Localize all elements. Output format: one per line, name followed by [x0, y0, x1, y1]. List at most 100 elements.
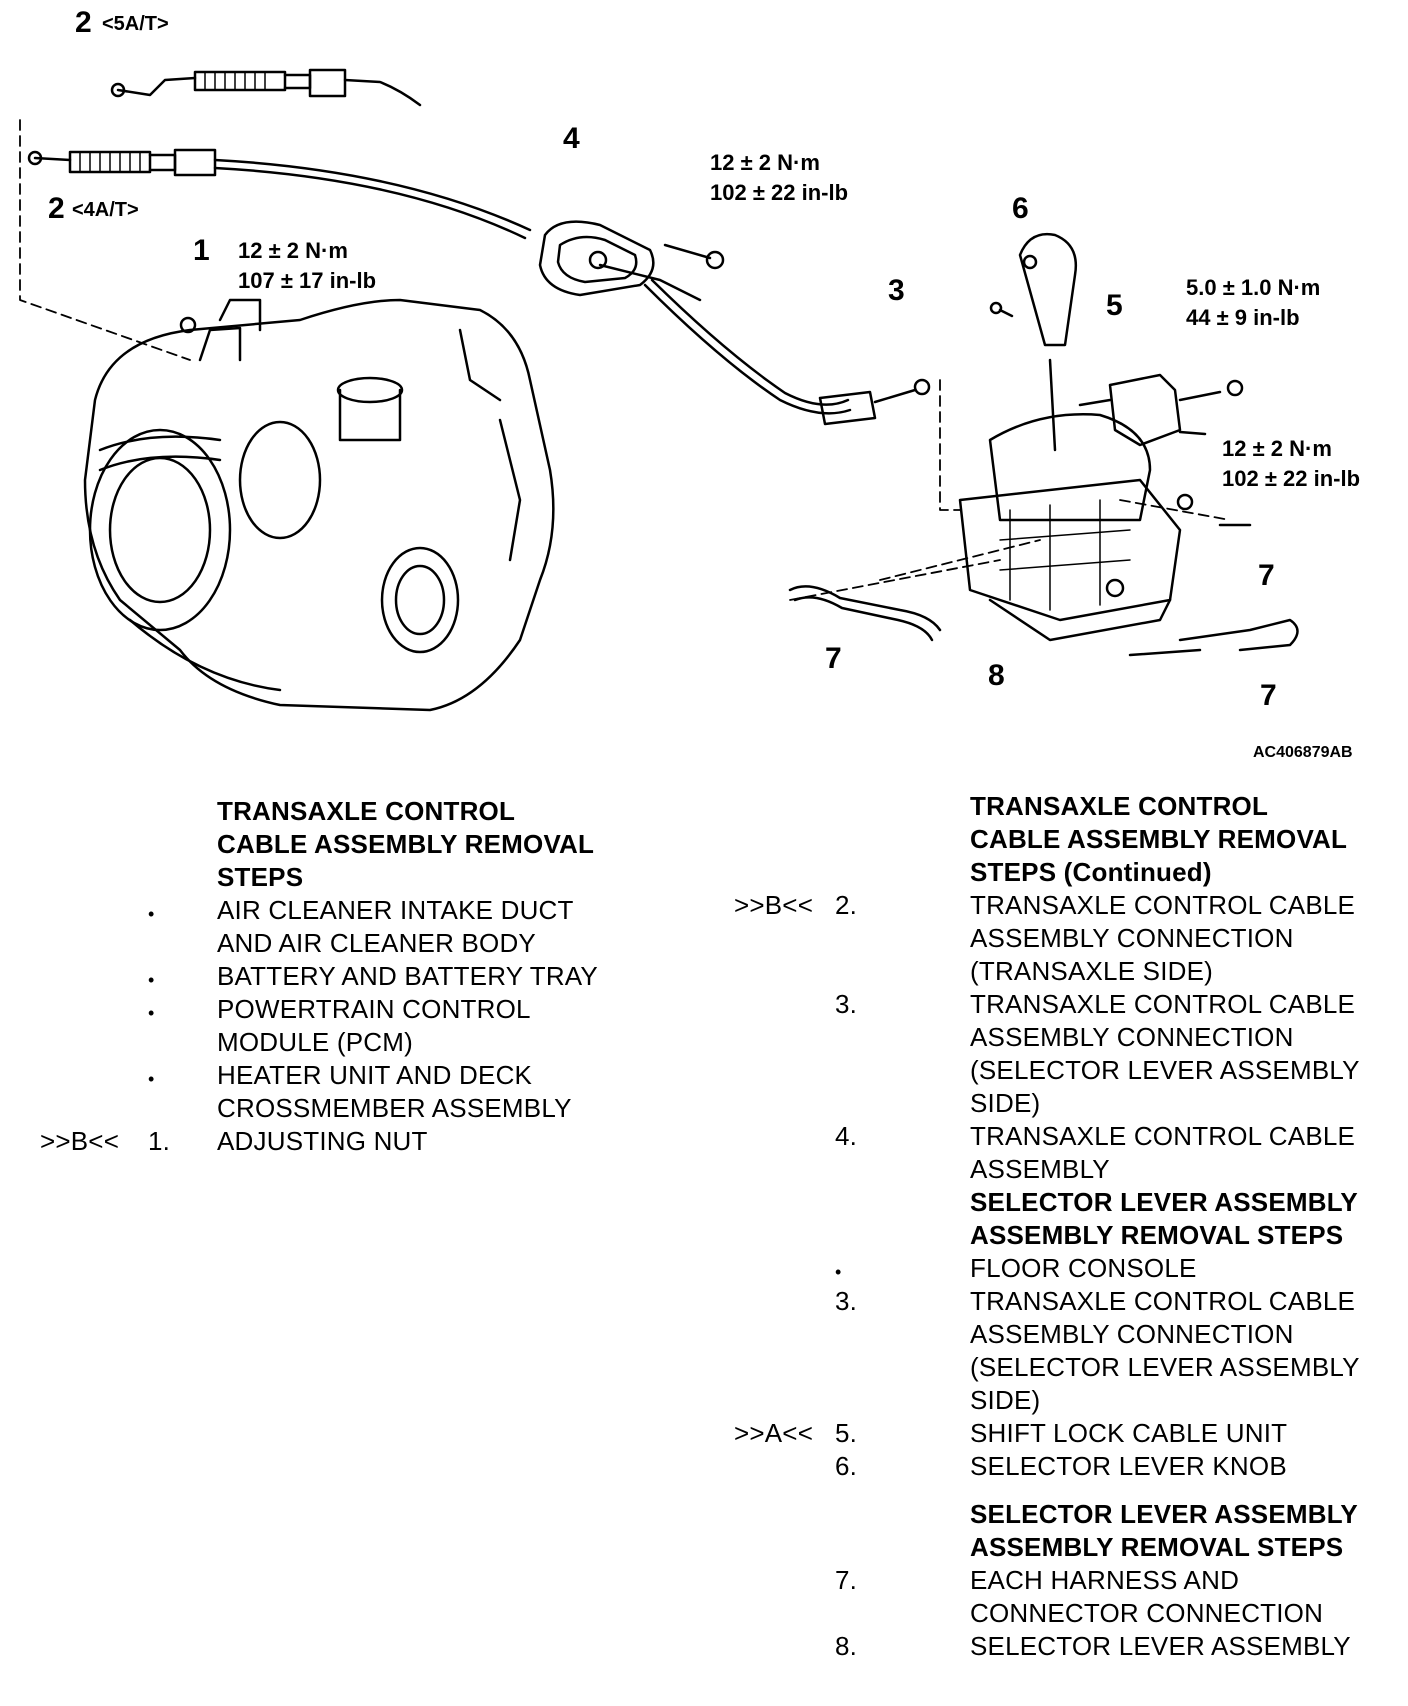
step-item: • FLOOR CONSOLE — [835, 1252, 1400, 1285]
part-label: <5A/T> — [102, 13, 169, 35]
step-text: FLOOR CONSOLE — [970, 1253, 1197, 1283]
svg-text:102 ± 22 in-lb: 102 ± 22 in-lb — [710, 180, 848, 205]
shift-lock-unit — [1078, 373, 1244, 447]
right-heading-selector-2: SELECTOR LEVER ASSEMBLY ASSEMBLY REMOVAL… — [970, 1499, 1358, 1562]
step-text: ADJUSTING NUT — [217, 1126, 428, 1156]
step-text: (TRANSAXLE SIDE) — [970, 956, 1214, 986]
part-label: 5 — [1106, 289, 1123, 322]
selector-knob — [989, 232, 1078, 347]
part-label: 6 — [1012, 192, 1029, 225]
step-number: 4. — [835, 1121, 858, 1151]
svg-text:<4A/T>: <4A/T> — [72, 199, 139, 221]
cable-bracket — [538, 220, 702, 302]
svg-text:AC406879AB: AC406879AB — [1253, 744, 1353, 760]
torque-nm: 5.0 ± 1.0 N·m — [1186, 275, 1320, 300]
right-heading-selector-1: SELECTOR LEVER ASSEMBLY ASSEMBLY REMOVAL… — [970, 1187, 1358, 1250]
step-text: AND AIR CLEANER BODY — [217, 928, 536, 958]
bullet-icon: • — [835, 1262, 842, 1282]
step-text: ASSEMBLY CONNECTION — [970, 923, 1294, 953]
step-text: TRANSAXLE CONTROL CABLE — [970, 1121, 1356, 1151]
step-text: SELECTOR LEVER ASSEMBLY — [970, 1631, 1351, 1661]
svg-text:44 ± 9 in-lb: 44 ± 9 in-lb — [1186, 305, 1300, 330]
svg-text:5: 5 — [1106, 289, 1123, 322]
svg-text:6: 6 — [1012, 192, 1029, 225]
figure-id: AC406879AB — [1253, 744, 1353, 760]
right-steps-column: TRANSAXLE CONTROL CABLE ASSEMBLY REMOVAL… — [734, 790, 1400, 1663]
step-item: 8. SELECTOR LEVER ASSEMBLY — [835, 1630, 1400, 1663]
left-steps-column: TRANSAXLE CONTROL CABLE ASSEMBLY REMOVAL… — [40, 795, 690, 1158]
step-text: TRANSAXLE CONTROL CABLE — [970, 989, 1356, 1019]
step-text: HEATER UNIT AND DECK — [217, 1060, 533, 1090]
part-label: 2 — [75, 6, 92, 39]
svg-text:7: 7 — [825, 642, 842, 675]
step-number: 5. — [835, 1418, 858, 1448]
bolt-4 — [663, 243, 725, 270]
step-text: ASSEMBLY — [970, 1154, 1110, 1184]
step-text: ASSEMBLY CONNECTION — [970, 1319, 1294, 1349]
step-number: 1. — [148, 1126, 171, 1156]
step-text: SIDE) — [970, 1385, 1041, 1415]
bullet-icon: • — [148, 970, 155, 990]
part-label: 7 — [1258, 559, 1275, 592]
bullet-icon: • — [148, 1069, 155, 1089]
step-number: 8. — [835, 1631, 858, 1661]
step-text: (SELECTOR LEVER ASSEMBLY — [970, 1352, 1360, 1382]
exploded-view-diagram: 2 <5A/T> 2 <4A/T> 1 4 3 6 5 7 7 7 8 12 ±… — [19, 6, 1360, 760]
step-text: SHIFT LOCK CABLE UNIT — [970, 1418, 1288, 1448]
step-number: 2. — [835, 890, 858, 920]
part-label: <4A/T> — [72, 199, 139, 221]
torque-nm: 12 ± 2 N·m — [238, 238, 348, 263]
step-text: MODULE (PCM) — [217, 1027, 413, 1057]
part-label: 8 — [988, 659, 1005, 692]
step-ref: >>B<< — [734, 890, 814, 920]
part-label: 4 — [563, 122, 580, 155]
torque-inlb: 44 ± 9 in-lb — [1186, 305, 1300, 330]
step-text: SELECTOR LEVER KNOB — [970, 1451, 1287, 1481]
svg-text:4: 4 — [563, 122, 580, 155]
svg-text:12 ± 2 N·m: 12 ± 2 N·m — [1222, 436, 1332, 461]
part-label: 7 — [1260, 679, 1277, 712]
selector-lever-assembly — [958, 358, 1194, 642]
step-text: BATTERY AND BATTERY TRAY — [217, 961, 598, 991]
step-text: ASSEMBLY CONNECTION — [970, 1022, 1294, 1052]
svg-text:107 ± 17 in-lb: 107 ± 17 in-lb — [238, 268, 376, 293]
bullet-icon: • — [148, 904, 155, 924]
part-labels: 2 <5A/T> 2 <4A/T> 1 4 3 6 5 7 7 7 8 12 ±… — [48, 6, 1360, 760]
part-label: 3 — [888, 274, 905, 307]
step-text: SIDE) — [970, 1088, 1041, 1118]
step-number: 3. — [835, 989, 858, 1019]
bullet-icon: • — [148, 1003, 155, 1023]
cable-5at — [110, 68, 422, 107]
step-text: AIR CLEANER INTAKE DUCT — [217, 895, 574, 925]
step-text: (SELECTOR LEVER ASSEMBLY — [970, 1055, 1360, 1085]
svg-text:8: 8 — [988, 659, 1005, 692]
step-text: CROSSMEMBER ASSEMBLY — [217, 1093, 572, 1123]
step-ref: >>A<< — [734, 1418, 814, 1448]
cable-to-selector — [643, 278, 931, 426]
part-label: 7 — [825, 642, 842, 675]
step-text: TRANSAXLE CONTROL CABLE — [970, 1286, 1356, 1316]
svg-text:3: 3 — [888, 274, 905, 307]
torque-inlb: 107 ± 17 in-lb — [238, 268, 376, 293]
part-label: 2 — [48, 192, 65, 225]
step-text: EACH HARNESS AND — [970, 1565, 1240, 1595]
torque-nm: 12 ± 2 N·m — [710, 150, 820, 175]
svg-text:7: 7 — [1260, 679, 1277, 712]
svg-text:102 ± 22 in-lb: 102 ± 22 in-lb — [1222, 466, 1360, 491]
svg-text:12 ± 2 N·m: 12 ± 2 N·m — [238, 238, 348, 263]
right-heading-continued: TRANSAXLE CONTROL CABLE ASSEMBLY REMOVAL… — [970, 791, 1348, 887]
svg-text:2: 2 — [48, 192, 65, 225]
torque-nm: 12 ± 2 N·m — [1222, 436, 1332, 461]
harnesses — [788, 523, 1299, 657]
